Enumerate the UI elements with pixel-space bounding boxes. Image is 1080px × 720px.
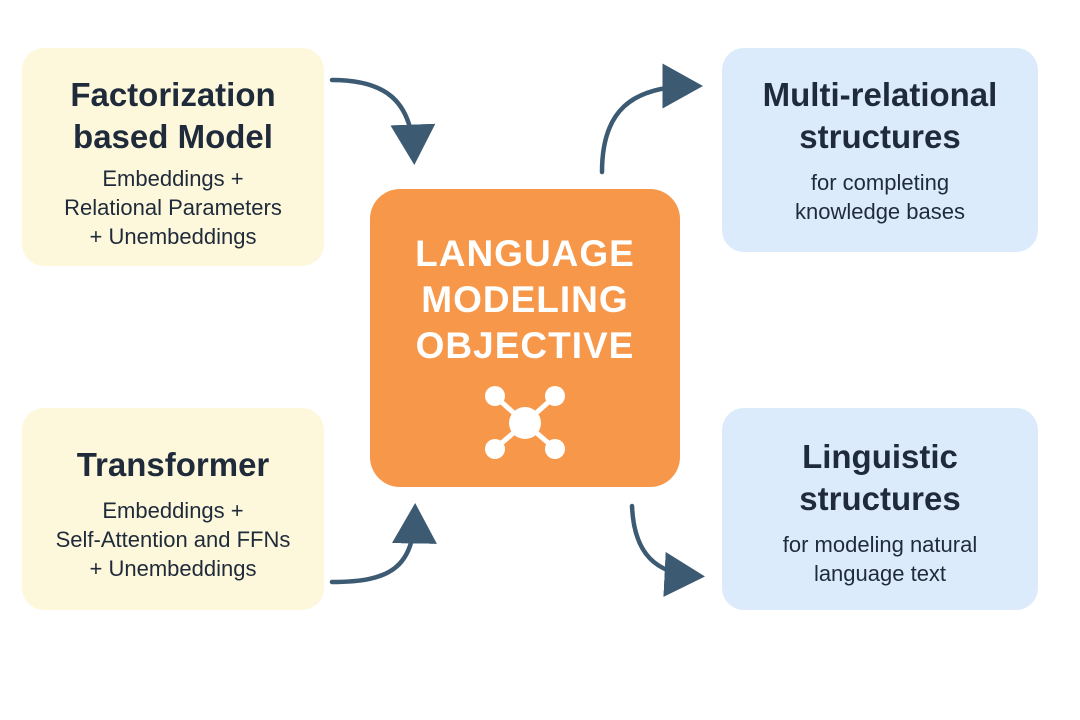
language-modeling-objective-box: LANGUAGE MODELING OBJECTIVE — [370, 189, 680, 487]
factorization-model-title: Factorization based Model — [70, 76, 276, 155]
arrow-factorization-to-center — [329, 77, 436, 165]
factorization-model-description: Embeddings + Relational Parameters + Une… — [64, 166, 282, 249]
arrow-center-to-multi — [599, 63, 703, 175]
linguistic-structures-box: Linguistic structures for modeling natur… — [722, 408, 1038, 610]
center-title: LANGUAGE MODELING OBJECTIVE — [415, 233, 635, 366]
arrow-center-to-linguistic — [629, 503, 705, 597]
linguistic-structures-title: Linguistic structures — [799, 438, 961, 517]
linguistic-structures-description: for modeling natural language text — [782, 532, 978, 586]
factorization-model-box: Factorization based Model Embeddings + R… — [22, 48, 324, 266]
multi-relational-description: for completing knowledge bases — [794, 170, 965, 224]
multi-relational-box: Multi-relational structures for completi… — [722, 48, 1038, 252]
network-nodes-icon — [485, 386, 565, 459]
transformer-description: Embeddings + Self-Attention and FFNs + U… — [55, 498, 291, 581]
transformer-box: Transformer Embeddings + Self-Attention … — [22, 408, 324, 610]
arrow-transformer-to-center — [329, 503, 437, 585]
multi-relational-title: Multi-relational structures — [762, 76, 998, 155]
transformer-title: Transformer — [76, 446, 270, 483]
